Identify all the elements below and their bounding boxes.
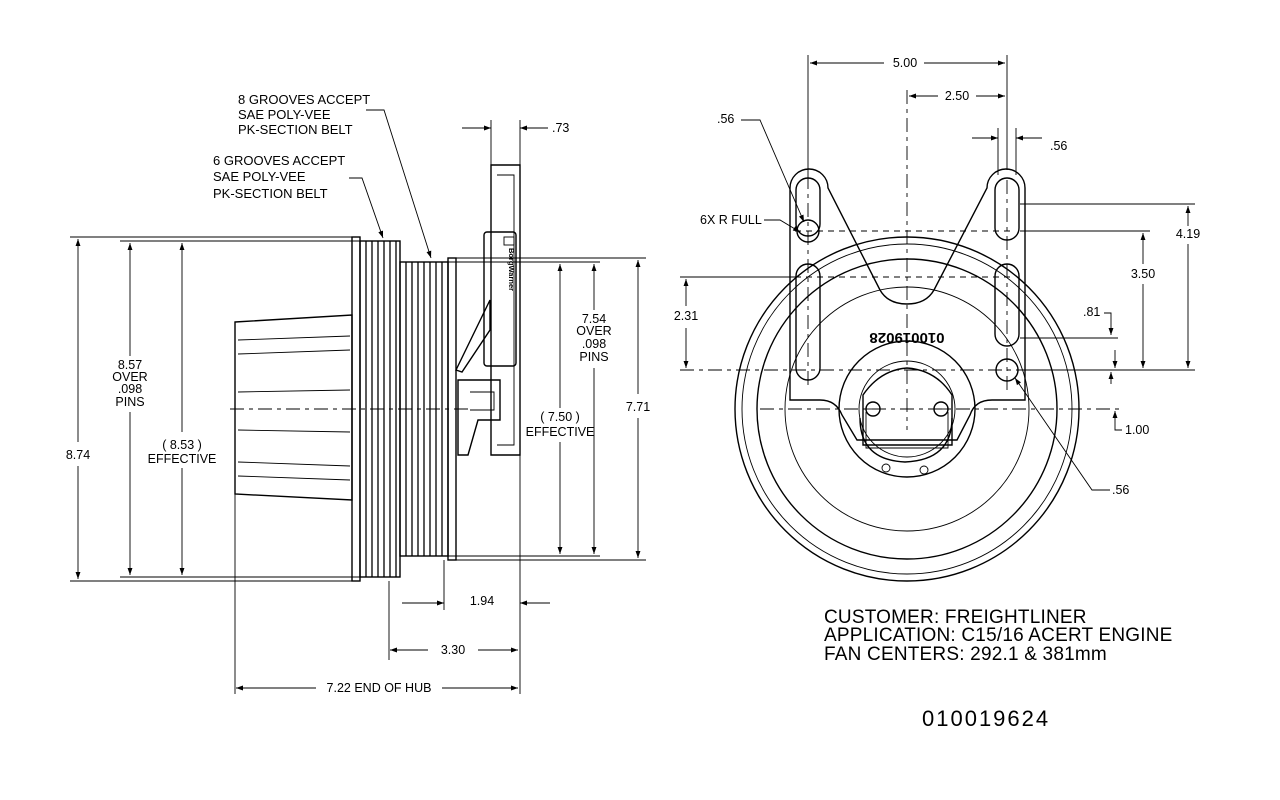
mounting-bracket: BorgWarner (455, 164, 521, 456)
side-view: BorgWarner 8.74 8.57 OVER (66, 92, 650, 695)
title-block: CUSTOMER: FREIGHTLINER APPLICATION: C15/… (824, 607, 1173, 731)
dimension-7-71: 7.71 (626, 260, 650, 558)
front-stamp: 010019028 (869, 329, 944, 346)
dim-194-text: 1.94 (470, 594, 494, 608)
dim-056-b-text: .56 (1112, 483, 1129, 497)
note-8-line3: PK-SECTION BELT (238, 122, 353, 137)
dim-419-text: 4.19 (1176, 227, 1200, 241)
dim-231-text: 2.31 (674, 309, 698, 323)
dimension-7-54: 7.54 OVER .098 PINS (576, 264, 612, 554)
dim-857-line3: .098 (118, 382, 142, 396)
dimension-073: .73 (462, 120, 569, 165)
note-6-line1: 6 GROOVES ACCEPT (213, 153, 345, 168)
dim-874-text: 8.74 (66, 448, 90, 462)
dimension-5-00: 5.00 (807, 55, 1008, 175)
dim-853-line1: ( 8.53 ) (162, 438, 202, 452)
fan-centers-line: FAN CENTERS: 292.1 & 381mm (824, 644, 1107, 665)
dimension-056-top-right: .56 (972, 128, 1067, 175)
dim-330-text: 3.30 (441, 643, 465, 657)
dimension-3-30: 3.30 (388, 581, 518, 660)
dimension-4-19: 4.19 (1176, 206, 1200, 368)
dim-750-line1: ( 7.50 ) (540, 410, 580, 424)
application-line: APPLICATION: C15/16 ACERT ENGINE (824, 625, 1173, 646)
dim-6x-text: 6X R FULL (700, 213, 762, 227)
dim-771-text: 7.71 (626, 400, 650, 414)
dim-754-line2: OVER (576, 324, 611, 338)
extension-lines-left (70, 236, 360, 582)
dim-250-text: 2.50 (945, 89, 969, 103)
dim-857-line1: 8.57 (118, 358, 142, 372)
front-view: 010019028 5.00 2.50 (674, 55, 1200, 582)
front-bracket (789, 168, 1026, 446)
dimension-056-top-left: .56 (717, 112, 805, 223)
dim-500-text: 5.00 (893, 56, 917, 70)
dimension-2-50: 2.50 (909, 89, 1005, 103)
dim-857-line4: PINS (115, 395, 144, 409)
dimension-7-50: ( 7.50 ) EFFECTIVE (526, 264, 595, 554)
dimension-1-00: 1.00 (1112, 350, 1149, 437)
extension-lines-right (448, 257, 646, 561)
dim-754-line3: .098 (582, 337, 606, 351)
dim-750-line2: EFFECTIVE (526, 425, 595, 439)
dim-350-text: 3.50 (1131, 267, 1155, 281)
dimension-3-50: 3.50 (1131, 233, 1155, 368)
dimension-081: .81 (1083, 305, 1114, 384)
note-6-line2: SAE POLY-VEE (213, 169, 306, 184)
dim-056-tr-text: .56 (1050, 139, 1067, 153)
dim-853-line2: EFFECTIVE (148, 452, 217, 466)
brand-label: BorgWarner (507, 248, 516, 291)
dim-056-tl-text: .56 (717, 112, 734, 126)
note-6-grooves: 6 GROOVES ACCEPT SAE POLY-VEE PK-SECTION… (213, 153, 384, 239)
part-number: 010019624 (922, 706, 1050, 731)
note-8-line2: SAE POLY-VEE (238, 107, 331, 122)
dim-100-text: 1.00 (1125, 423, 1149, 437)
dimension-056-bottom: .56 (1014, 377, 1129, 497)
dim-857-line2: OVER (112, 370, 147, 384)
dimension-6x-r-full: 6X R FULL (700, 213, 801, 233)
dimension-8-74: 8.74 (66, 239, 90, 579)
dimension-8-53: ( 8.53 ) EFFECTIVE (148, 243, 217, 575)
dimension-8-57: 8.57 OVER .098 PINS (112, 243, 148, 575)
dimension-2-31: 2.31 (674, 279, 698, 368)
dim-754-line4: PINS (579, 350, 608, 364)
dim-722-text: 7.22 END OF HUB (327, 681, 432, 695)
note-8-line1: 8 GROOVES ACCEPT (238, 92, 370, 107)
hub-body (234, 314, 353, 501)
note-8-grooves: 8 GROOVES ACCEPT SAE POLY-VEE PK-SECTION… (238, 92, 432, 259)
dim-081-text: .81 (1083, 305, 1100, 319)
front-centerlines (680, 90, 1195, 430)
dim-754-line1: 7.54 (582, 312, 606, 326)
dim-073-text: .73 (552, 121, 569, 135)
dimension-1-94: 1.94 (402, 455, 550, 660)
dimension-7-22: 7.22 END OF HUB (234, 494, 521, 695)
customer-line: CUSTOMER: FREIGHTLINER (824, 607, 1087, 628)
note-6-line3: PK-SECTION BELT (213, 186, 328, 201)
